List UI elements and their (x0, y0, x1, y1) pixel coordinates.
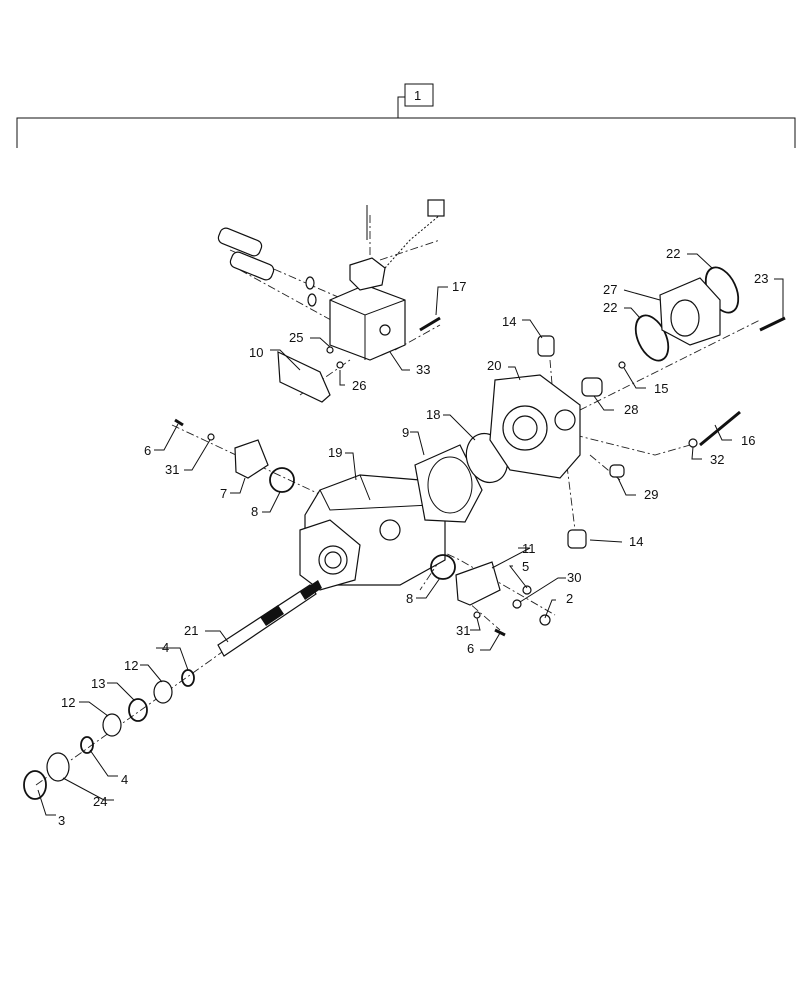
washer-12b (102, 713, 122, 737)
callout-9: 9 (402, 425, 409, 440)
callout-29: 29 (644, 487, 658, 502)
callout-16: 16 (741, 433, 755, 448)
flange-27 (659, 277, 721, 346)
pump-housing (299, 474, 446, 591)
callout-21: 21 (184, 623, 198, 638)
callout-24: 24 (93, 794, 107, 809)
washer-30 (512, 599, 522, 609)
screw-6a (174, 418, 184, 427)
bolt-16 (699, 410, 741, 447)
callout-18: 18 (426, 407, 440, 422)
callout-27: 27 (603, 282, 617, 297)
valve-block (329, 199, 445, 361)
callout-8b: 8 (406, 591, 413, 606)
gasket-10 (277, 351, 331, 403)
solenoids (217, 227, 317, 307)
nut-2 (539, 614, 551, 626)
callout-15: 15 (654, 381, 668, 396)
assembly-callout-label: 1 (414, 88, 421, 103)
washer-12a (153, 680, 173, 704)
washer-31b (473, 611, 481, 619)
leader-lines (37, 253, 784, 816)
screw-6b (494, 628, 506, 637)
callout-12b: 12 (61, 695, 75, 710)
callout-32: 32 (710, 452, 724, 467)
washer-32 (688, 438, 698, 448)
callout-19: 19 (328, 445, 342, 460)
oring-25 (326, 346, 334, 354)
callout-17: 17 (452, 279, 466, 294)
fitting-14b (567, 529, 587, 549)
plug-29 (609, 464, 625, 478)
callout-6a: 6 (144, 443, 151, 458)
callout-4b: 4 (121, 772, 128, 787)
callout-33: 33 (416, 362, 430, 377)
washer-5 (522, 585, 532, 595)
ring-4b (80, 736, 94, 754)
callout-8a: 8 (251, 504, 258, 519)
washer-31a (207, 433, 215, 441)
callout-3: 3 (58, 813, 65, 828)
assembly-bracket (16, 83, 796, 148)
ring-24 (46, 752, 70, 782)
fitting-14a (537, 335, 555, 357)
callout-25: 25 (289, 330, 303, 345)
washer-15 (618, 361, 626, 369)
callout-4a: 4 (162, 640, 169, 655)
callout-6b: 6 (467, 641, 474, 656)
callout-11: 11 (522, 541, 536, 556)
callout-22b: 22 (603, 300, 617, 315)
callout-31a: 31 (165, 462, 179, 477)
callout-7: 7 (220, 486, 227, 501)
shaft-21 (217, 580, 322, 657)
ring-4a (181, 669, 195, 687)
callout-23: 23 (754, 271, 768, 286)
callout-10: 10 (249, 345, 263, 360)
callout-13: 13 (91, 676, 105, 691)
callout-14b: 14 (629, 534, 643, 549)
bolt-23 (759, 316, 786, 332)
plug-28 (581, 377, 603, 397)
callout-5: 5 (522, 559, 529, 574)
snap-ring-3 (23, 770, 47, 800)
callout-12a: 12 (124, 658, 138, 673)
callout-28: 28 (624, 402, 638, 417)
oring-26 (336, 361, 344, 369)
callout-30: 30 (567, 570, 581, 585)
cover-11 (455, 561, 501, 606)
callout-26: 26 (352, 378, 366, 393)
callout-20: 20 (487, 358, 501, 373)
cover-7 (234, 439, 269, 479)
bolt-17 (419, 316, 441, 332)
callout-31b: 31 (456, 623, 470, 638)
callout-14a: 14 (502, 314, 516, 329)
callout-22a: 22 (666, 246, 680, 261)
seal-8b (430, 554, 456, 580)
seal-13 (128, 698, 148, 722)
rear-housing (489, 374, 581, 479)
seal-8a (269, 467, 295, 493)
callout-2: 2 (566, 591, 573, 606)
